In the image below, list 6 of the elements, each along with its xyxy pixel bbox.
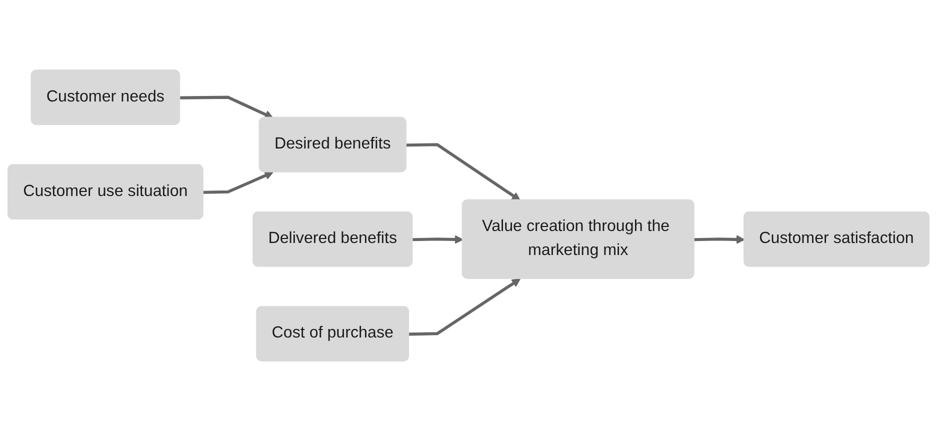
arrow — [203, 171, 274, 194]
arrow — [409, 278, 521, 336]
arrow — [180, 96, 274, 119]
arrow — [412, 235, 464, 244]
arrow — [406, 143, 521, 201]
arrow — [694, 235, 745, 244]
